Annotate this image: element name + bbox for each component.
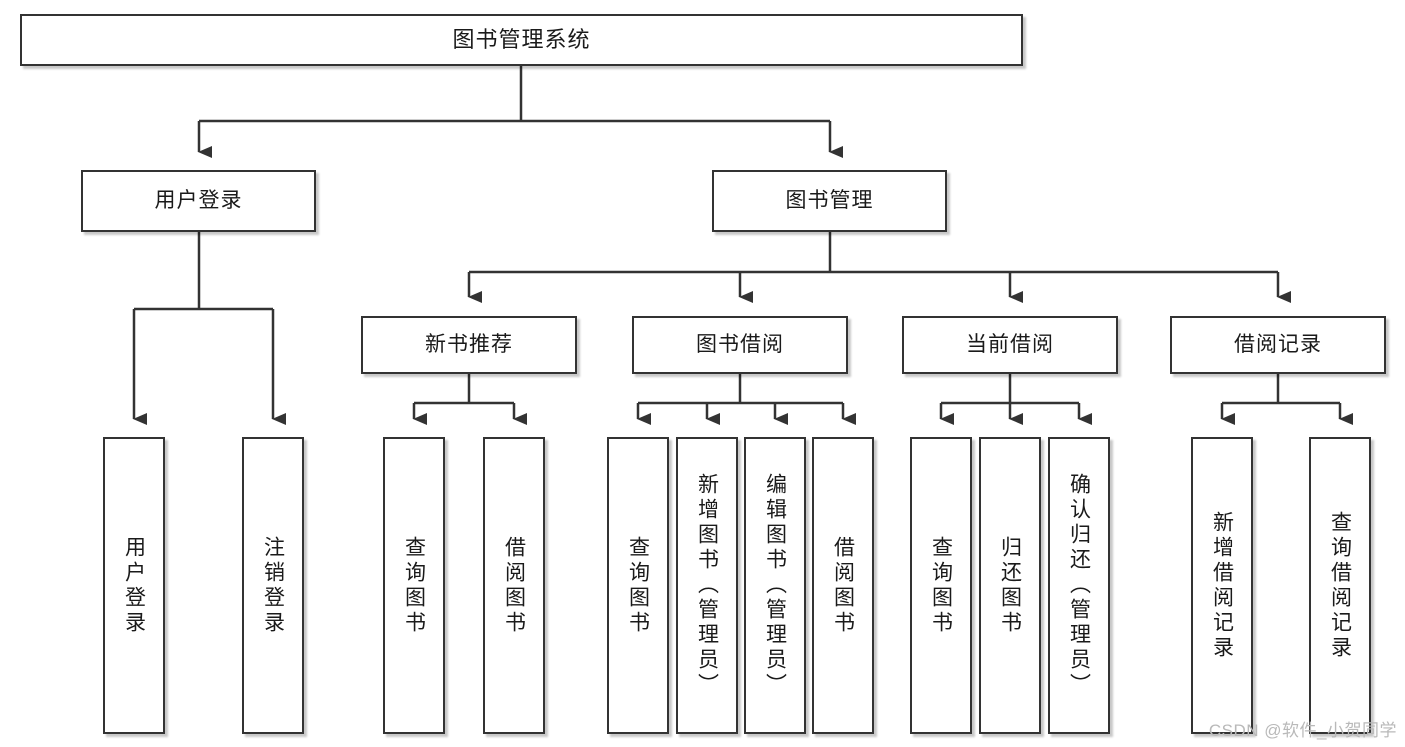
leaf-borrow-record-query[interactable]: 查询借阅记录	[1309, 437, 1371, 734]
leaf-current-borrow-return[interactable]: 归还图书	[979, 437, 1041, 734]
node-root-label: 图书管理系统	[452, 27, 591, 53]
leaf-user-login-logout-label: 注销登录	[261, 535, 285, 636]
node-current-borrow[interactable]: 当前借阅	[902, 316, 1118, 374]
node-book-borrow[interactable]: 图书借阅	[632, 316, 848, 374]
leaf-new-book-borrow[interactable]: 借阅图书	[483, 437, 545, 734]
csdn-watermark: CSDN @软件_小贺同学	[1208, 721, 1397, 740]
leaf-book-borrow-query-label: 查询图书	[626, 535, 650, 636]
node-book-management[interactable]: 图书管理	[712, 170, 947, 232]
node-book-borrow-label: 图书借阅	[696, 332, 784, 356]
node-borrow-record[interactable]: 借阅记录	[1170, 316, 1386, 374]
leaf-current-borrow-query[interactable]: 查询图书	[910, 437, 972, 734]
leaf-book-borrow-borrow[interactable]: 借阅图书	[812, 437, 874, 734]
leaf-book-borrow-add[interactable]: 新增图书（管理员）	[676, 437, 738, 734]
node-new-book-recommend-label: 新书推荐	[425, 332, 513, 356]
leaf-book-borrow-add-label: 新增图书（管理员）	[695, 473, 719, 698]
node-borrow-record-label: 借阅记录	[1234, 332, 1322, 356]
node-root[interactable]: 图书管理系统	[20, 14, 1023, 66]
node-user-login[interactable]: 用户登录	[81, 170, 316, 232]
leaf-book-borrow-edit-label: 编辑图书（管理员）	[763, 473, 787, 698]
leaf-user-login-login[interactable]: 用户登录	[103, 437, 165, 734]
leaf-new-book-query[interactable]: 查询图书	[383, 437, 445, 734]
leaf-book-borrow-edit[interactable]: 编辑图书（管理员）	[744, 437, 806, 734]
leaf-current-borrow-query-label: 查询图书	[929, 535, 953, 636]
node-current-borrow-label: 当前借阅	[966, 332, 1054, 356]
leaf-user-login-logout[interactable]: 注销登录	[242, 437, 304, 734]
leaf-new-book-query-label: 查询图书	[402, 535, 426, 636]
leaf-current-borrow-confirm[interactable]: 确认归还（管理员）	[1048, 437, 1110, 734]
leaf-book-borrow-borrow-label: 借阅图书	[831, 535, 855, 636]
leaf-borrow-record-add[interactable]: 新增借阅记录	[1191, 437, 1253, 734]
leaf-current-borrow-confirm-label: 确认归还（管理员）	[1067, 473, 1091, 698]
leaf-borrow-record-add-label: 新增借阅记录	[1210, 510, 1234, 661]
node-new-book-recommend[interactable]: 新书推荐	[361, 316, 577, 374]
leaf-book-borrow-query[interactable]: 查询图书	[607, 437, 669, 734]
node-book-management-label: 图书管理	[785, 188, 874, 212]
node-user-login-label: 用户登录	[154, 188, 243, 212]
leaf-borrow-record-query-label: 查询借阅记录	[1328, 510, 1352, 661]
leaf-current-borrow-return-label: 归还图书	[998, 535, 1022, 636]
leaf-new-book-borrow-label: 借阅图书	[502, 535, 526, 636]
leaf-user-login-login-label: 用户登录	[122, 535, 146, 636]
